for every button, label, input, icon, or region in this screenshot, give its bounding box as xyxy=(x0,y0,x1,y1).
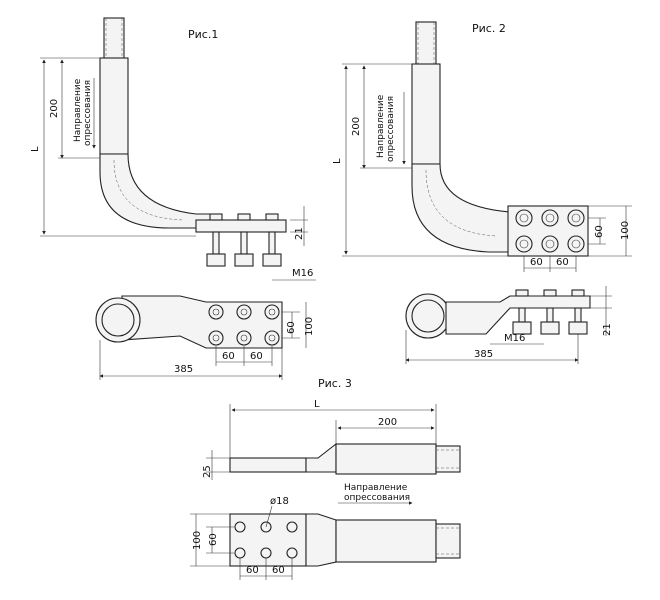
dim-200: 200 xyxy=(49,99,60,118)
conductor-stub xyxy=(415,21,437,67)
palm-plate xyxy=(229,457,307,473)
palm-plate xyxy=(507,205,589,257)
dim-60a: 60 xyxy=(530,257,543,268)
bolt-label: М16 xyxy=(504,333,525,344)
direction-label-1: Направление xyxy=(344,483,408,493)
figure-3-side-view: Рис. 3 L 200 25 Направление опрессования xyxy=(202,377,461,505)
dim-L: L xyxy=(332,158,343,164)
dim-60b: 60 xyxy=(556,257,569,268)
dim-60b: 60 xyxy=(272,565,285,576)
barrel xyxy=(335,443,437,475)
bolt-label: М16 xyxy=(292,268,313,279)
barrel-bore xyxy=(411,299,445,333)
figure-2-side-view: Рис. 2 L 200 Направление опрессования xyxy=(332,21,632,272)
bolt-heads xyxy=(515,209,585,253)
figure-2-title: Рис. 2 xyxy=(472,22,506,35)
conductor-stub xyxy=(435,445,461,473)
direction-label-1: Направление xyxy=(73,78,83,142)
dim-L: L xyxy=(30,146,41,152)
figure-1-title: Рис.1 xyxy=(188,28,218,41)
transition xyxy=(305,442,337,473)
bolt-group xyxy=(206,213,282,267)
dim-21: 21 xyxy=(294,227,305,240)
dim-200: 200 xyxy=(351,117,362,136)
dim-60-vertical: 60 xyxy=(594,225,605,238)
lug-outline xyxy=(121,295,283,349)
figure-1-top-view: 60 60 60 100 385 xyxy=(95,295,315,380)
dim-60b: 60 xyxy=(250,351,263,362)
bolt-group xyxy=(512,289,588,335)
figure-2-top-view: М16 21 385 xyxy=(405,286,613,364)
transition xyxy=(305,513,337,567)
dim-385: 385 xyxy=(174,364,193,375)
dim-21: 21 xyxy=(602,323,613,336)
barrel-bore xyxy=(101,303,135,337)
hole-diameter-label: ø18 xyxy=(270,496,289,507)
dim-60a: 60 xyxy=(222,351,235,362)
barrel xyxy=(411,63,441,165)
conductor-stub xyxy=(103,17,125,61)
conductor-stub xyxy=(435,523,461,559)
barrel xyxy=(99,57,129,155)
dim-100: 100 xyxy=(620,221,631,240)
figure-3-top-view: ø18 100 60 60 60 xyxy=(190,496,461,580)
direction-label-1: Направление xyxy=(376,94,386,158)
barrel-end xyxy=(405,293,451,339)
dim-60-vertical: 60 xyxy=(286,321,297,334)
figure-1-side-view: Рис.1 L 200 Нап xyxy=(30,17,316,281)
bend xyxy=(411,163,511,253)
dim-60-vertical: 60 xyxy=(208,533,219,546)
direction-label-2: опрессования xyxy=(83,80,93,146)
dim-25: 25 xyxy=(202,465,213,478)
dim-100: 100 xyxy=(304,317,315,336)
palm-plate xyxy=(195,219,287,233)
direction-label-2: опрессования xyxy=(344,493,410,503)
dim-385: 385 xyxy=(474,349,493,360)
bend xyxy=(99,153,215,229)
dim-200: 200 xyxy=(378,417,397,428)
dim-L: L xyxy=(314,399,320,410)
barrel xyxy=(335,519,437,563)
direction-label-2: опрессования xyxy=(386,96,396,162)
barrel-end xyxy=(95,297,141,343)
figure-3-title: Рис. 3 xyxy=(318,377,352,390)
bolt-holes xyxy=(208,304,280,346)
dim-100: 100 xyxy=(192,531,203,550)
dim-60a: 60 xyxy=(246,565,259,576)
